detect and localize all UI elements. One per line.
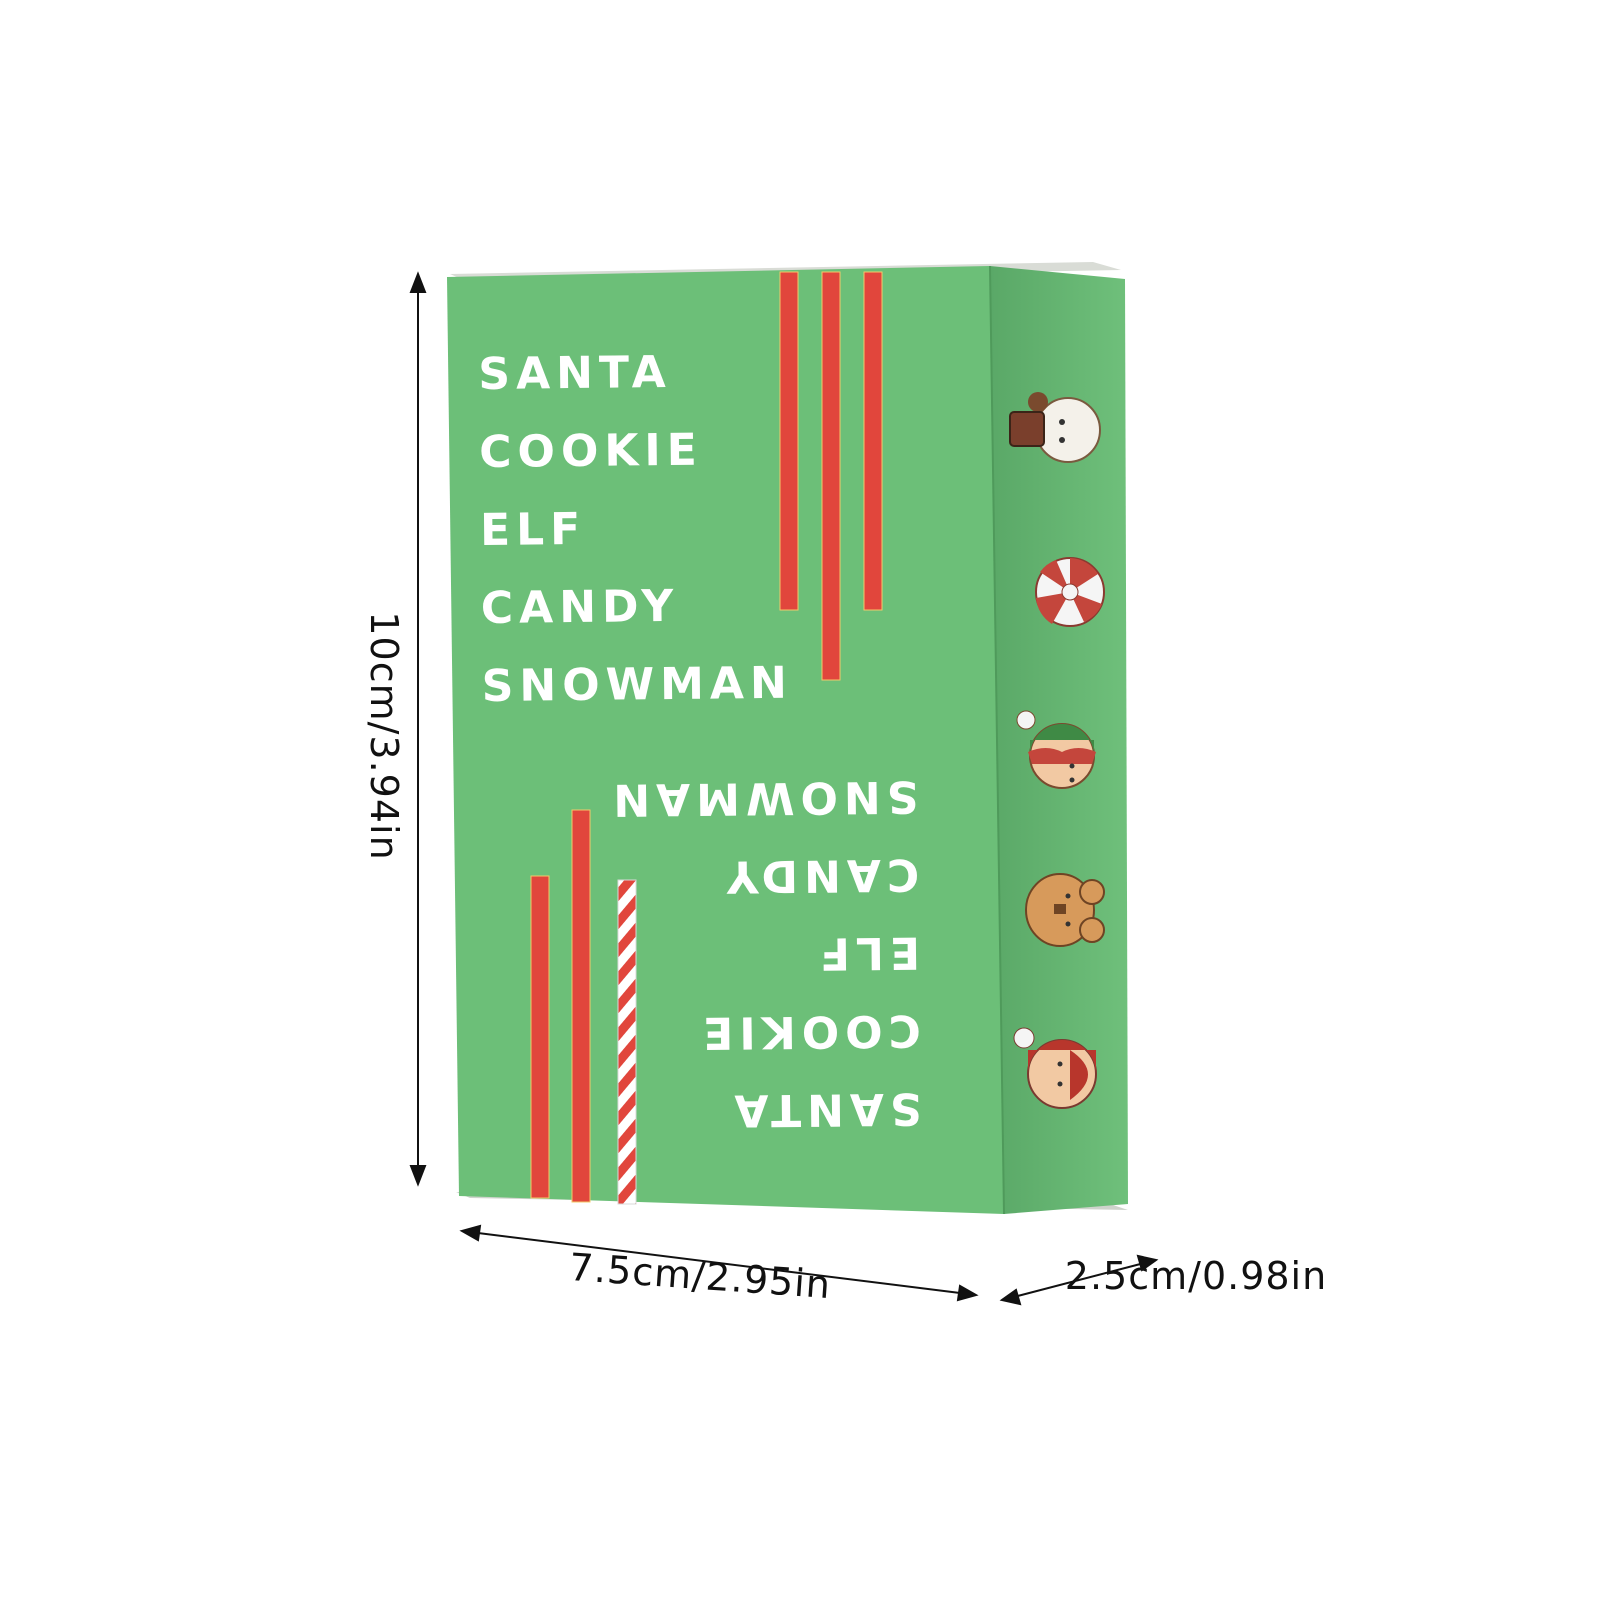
word-candy: CANDY (480, 580, 680, 634)
gingerbread-cookie-icon (1025, 873, 1105, 947)
height-dimension-arrow (409, 271, 427, 1187)
red-stripe (571, 809, 591, 1203)
word-santa: SANTA (728, 1082, 922, 1136)
word-cookie: COOKIE (478, 424, 704, 478)
red-stripe (779, 271, 799, 611)
word-elf: ELF (813, 926, 921, 979)
word-candy: CANDY (720, 848, 920, 902)
depth-dimension-arrow (999, 1254, 1159, 1306)
elf-icon (1016, 710, 1096, 789)
santa-icon (1013, 1027, 1097, 1109)
word-elf: ELF (479, 503, 587, 556)
red-stripe (863, 271, 883, 611)
word-snowman: SNOWMAN (481, 657, 794, 712)
red-stripe (530, 875, 550, 1199)
red-stripe (821, 271, 841, 681)
depth-label: 2.5cm/0.98in (1064, 1254, 1328, 1298)
front-word-list-inverted: SANTA COOKIE ELF CANDY SNOWMAN (606, 757, 922, 1150)
snowman-icon (1009, 392, 1101, 463)
candy-cane-stripe (617, 879, 637, 1205)
word-snowman: SNOWMAN (606, 770, 919, 825)
word-santa: SANTA (478, 346, 672, 400)
peppermint-candy-icon (1035, 557, 1105, 627)
word-cookie: COOKIE (696, 1004, 922, 1058)
width-dimension-arrow (459, 1224, 979, 1302)
height-label: 10cm/3.94in (362, 611, 406, 861)
front-word-list: SANTA COOKIE ELF CANDY SNOWMAN (478, 333, 793, 726)
